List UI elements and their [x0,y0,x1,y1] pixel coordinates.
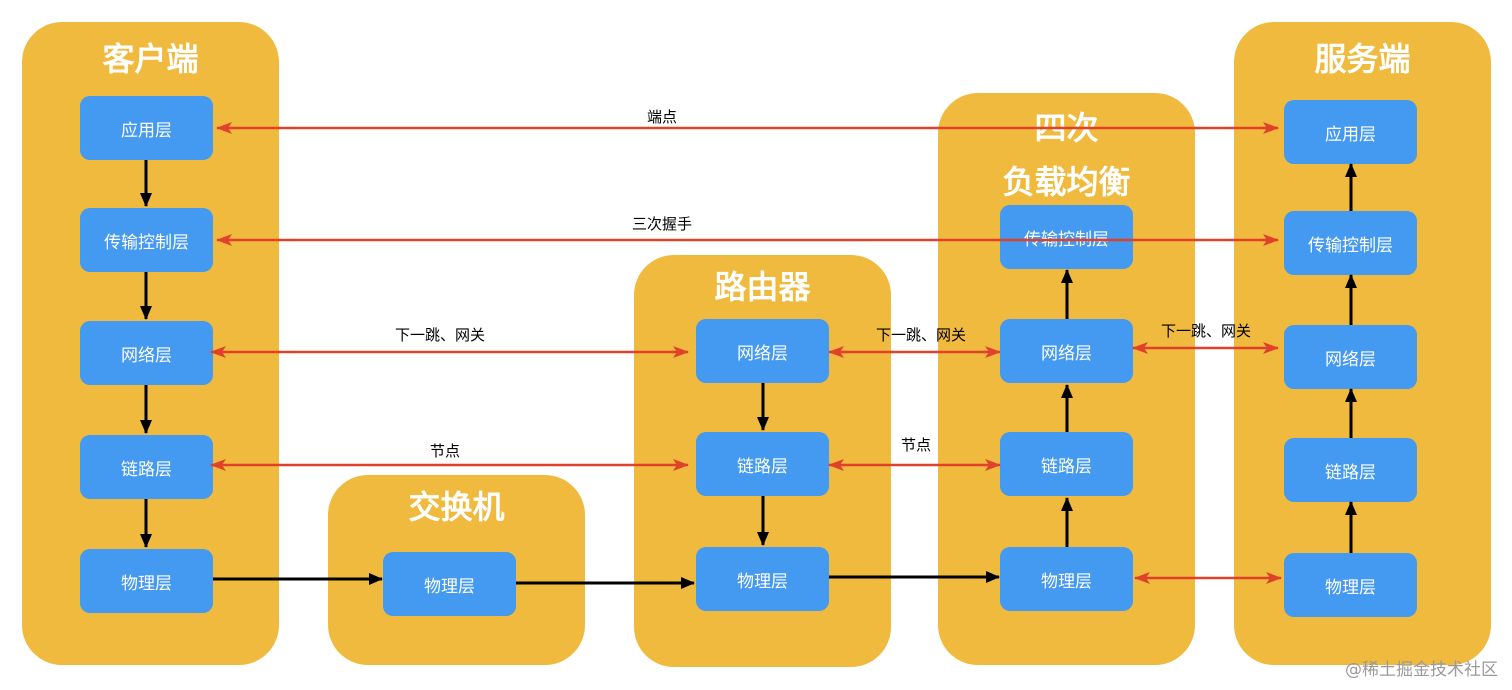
server-link-layer: 链路层 [1284,438,1417,502]
server-panel-title: 服务端 [1314,40,1411,78]
router-network-layer: 网络层 [696,319,829,383]
lb-transport-layer: 传输控制层 [1000,205,1133,269]
endpoint-label: 端点 [646,108,678,126]
server-transport-layer: 传输控制层 [1284,211,1417,275]
switch-panel: 交换机 [328,475,585,665]
next-hop-label-2: 下一跳、网关 [875,326,967,344]
lb-network-layer: 网络层 [1000,319,1133,383]
next-hop-label-1: 下一跳、网关 [394,326,486,344]
router-link-layer: 链路层 [696,432,829,496]
client-network-layer: 网络层 [80,321,213,385]
client-application-layer: 应用层 [80,96,213,160]
node-label-2: 节点 [900,436,932,454]
client-link-layer: 链路层 [80,435,213,499]
client-panel-title: 客户端 [102,40,199,78]
load-balancer-title-line1: 四次 [1034,109,1099,147]
router-physical-layer: 物理层 [696,547,829,611]
server-physical-layer: 物理层 [1284,553,1417,617]
next-hop-label-3: 下一跳、网关 [1160,322,1252,340]
lb-link-layer: 链路层 [1000,432,1133,496]
router-panel-title: 路由器 [714,268,811,306]
switch-panel-title: 交换机 [408,488,505,526]
server-network-layer: 网络层 [1284,325,1417,389]
lb-physical-layer: 物理层 [1000,547,1133,611]
watermark: @稀土掘金技术社区 [1345,660,1498,680]
handshake-label: 三次握手 [631,215,693,233]
switch-physical-layer: 物理层 [383,552,516,616]
client-physical-layer: 物理层 [80,549,213,613]
node-label-1: 节点 [429,442,461,460]
client-transport-layer: 传输控制层 [80,208,213,272]
load-balancer-title-line2: 负载均衡 [1002,163,1131,201]
server-application-layer: 应用层 [1284,100,1417,164]
